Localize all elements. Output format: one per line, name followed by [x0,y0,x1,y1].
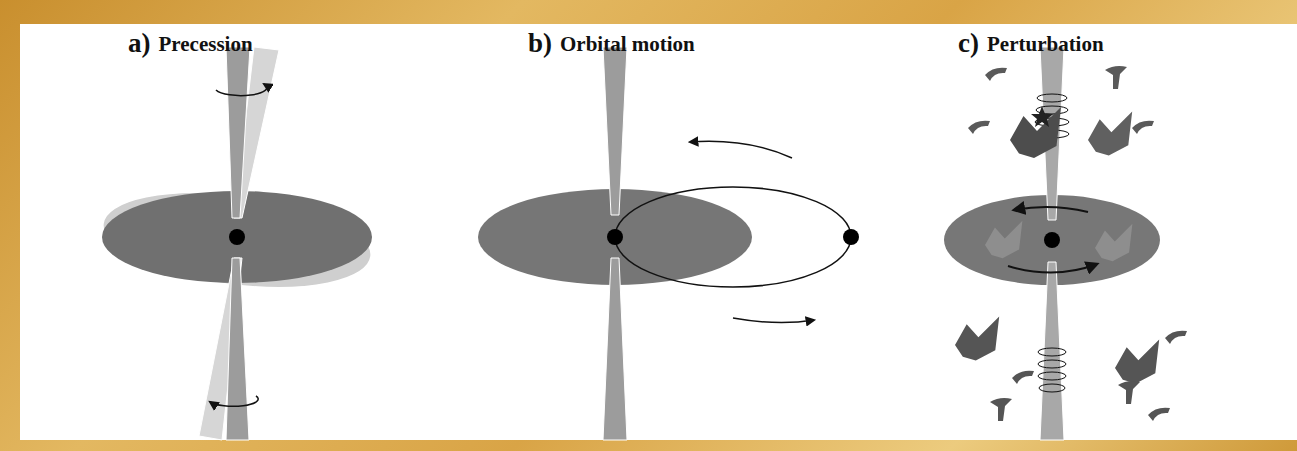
cloud [985,221,1022,258]
rotation-arrow [210,396,258,406]
star [1031,106,1053,127]
jet [1040,262,1064,440]
cloud [1010,107,1061,158]
jet [603,47,627,215]
cloud [1095,224,1132,261]
companion [843,229,859,245]
cloud [1012,371,1034,384]
rotation-arrow [1014,207,1088,212]
panel-title: Precession [159,33,253,56]
cloud [1132,121,1154,134]
cloud [1115,339,1159,383]
panel-letter: c) [958,29,979,59]
orbit-arrow [733,318,814,323]
panel-title: Perturbation [987,33,1104,56]
cloud [1088,111,1132,155]
jet [226,258,249,440]
panel-title: Orbital motion [560,33,695,56]
orbit-arrow [690,141,792,158]
cloud [968,121,990,134]
cloud [1165,331,1187,344]
orbital-figure [478,47,859,440]
orbit [615,187,851,287]
rotation-arrow [1008,264,1097,273]
panel-letter: a) [128,29,151,59]
black-hole [1044,232,1060,248]
cloud [1105,66,1127,89]
panel-letter: b) [528,29,552,59]
cloud [985,68,1007,81]
jet [603,258,627,440]
black-hole [229,229,245,245]
cloud [1148,408,1170,421]
cloud [955,316,999,360]
cloud [990,398,1012,421]
perturbation-figure [944,47,1187,440]
black-hole [607,229,623,245]
cloud [1118,381,1140,404]
precession-figure [98,47,377,440]
rotation-arrow [216,84,267,96]
jet [226,47,250,218]
